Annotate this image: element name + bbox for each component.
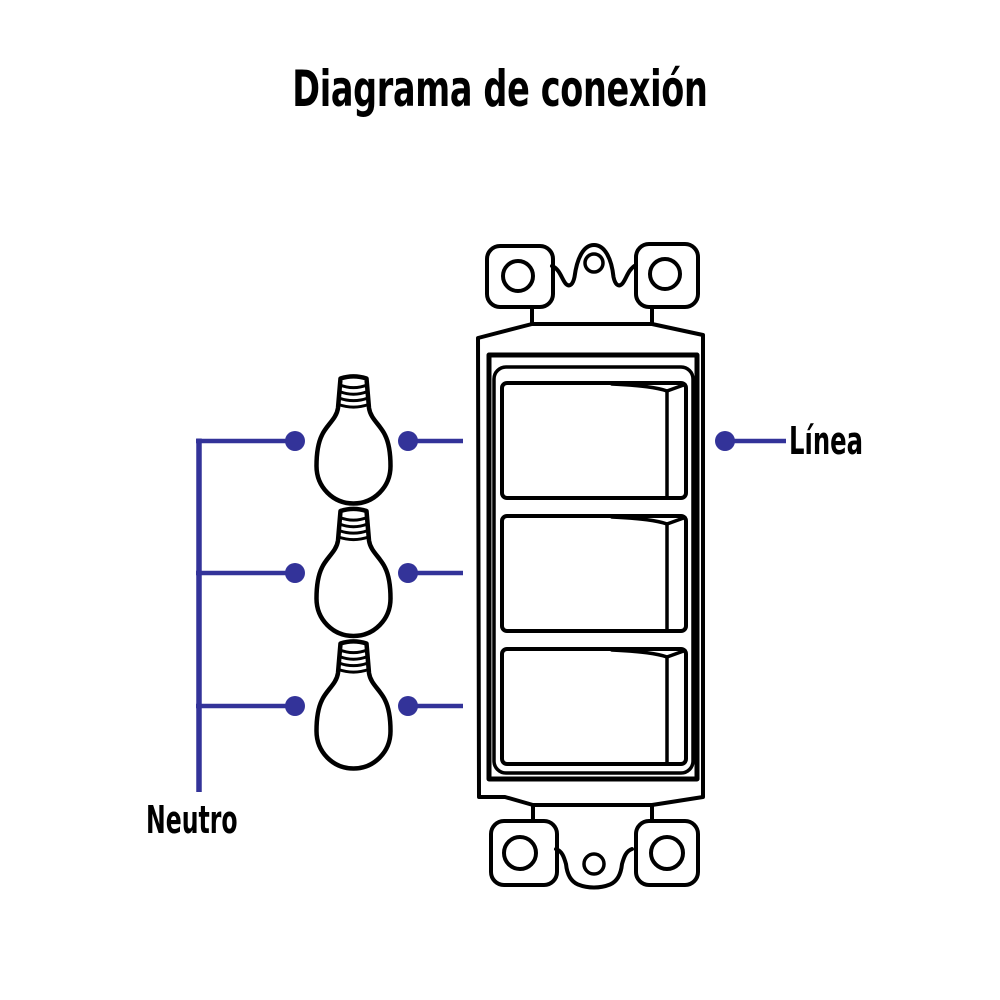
page-title: Diagrama de conexión [0,60,1000,118]
connection-dots [285,431,735,716]
line-label: Línea [789,419,864,463]
rocker-button [500,647,688,766]
screw-hole [502,835,538,871]
neutral-bus-wire [196,438,295,792]
connection-dot [715,431,735,451]
connection-dot [285,431,305,451]
screw-hole [648,257,682,291]
neutral-label: Neutro [146,798,238,842]
strap-bottom-edge [554,847,634,890]
strap-top-edge [550,243,638,288]
screw-hole [649,835,685,871]
triple-switch-plate-icon [476,242,705,890]
light-bulb-icon [317,509,391,636]
light-bulb-icon [317,376,391,503]
screw-hole [583,252,605,274]
rocker-button [500,381,688,500]
connection-dot [398,431,418,451]
connection-dot [398,696,418,716]
connection-dot [398,563,418,583]
screw-hole [501,259,535,293]
connection-dot [285,563,305,583]
light-bulb-icon [317,641,391,768]
page-title-text: Diagrama de conexión [292,60,708,118]
connection-dot [285,696,305,716]
rocker-button [500,514,688,633]
screw-hole [582,852,606,876]
